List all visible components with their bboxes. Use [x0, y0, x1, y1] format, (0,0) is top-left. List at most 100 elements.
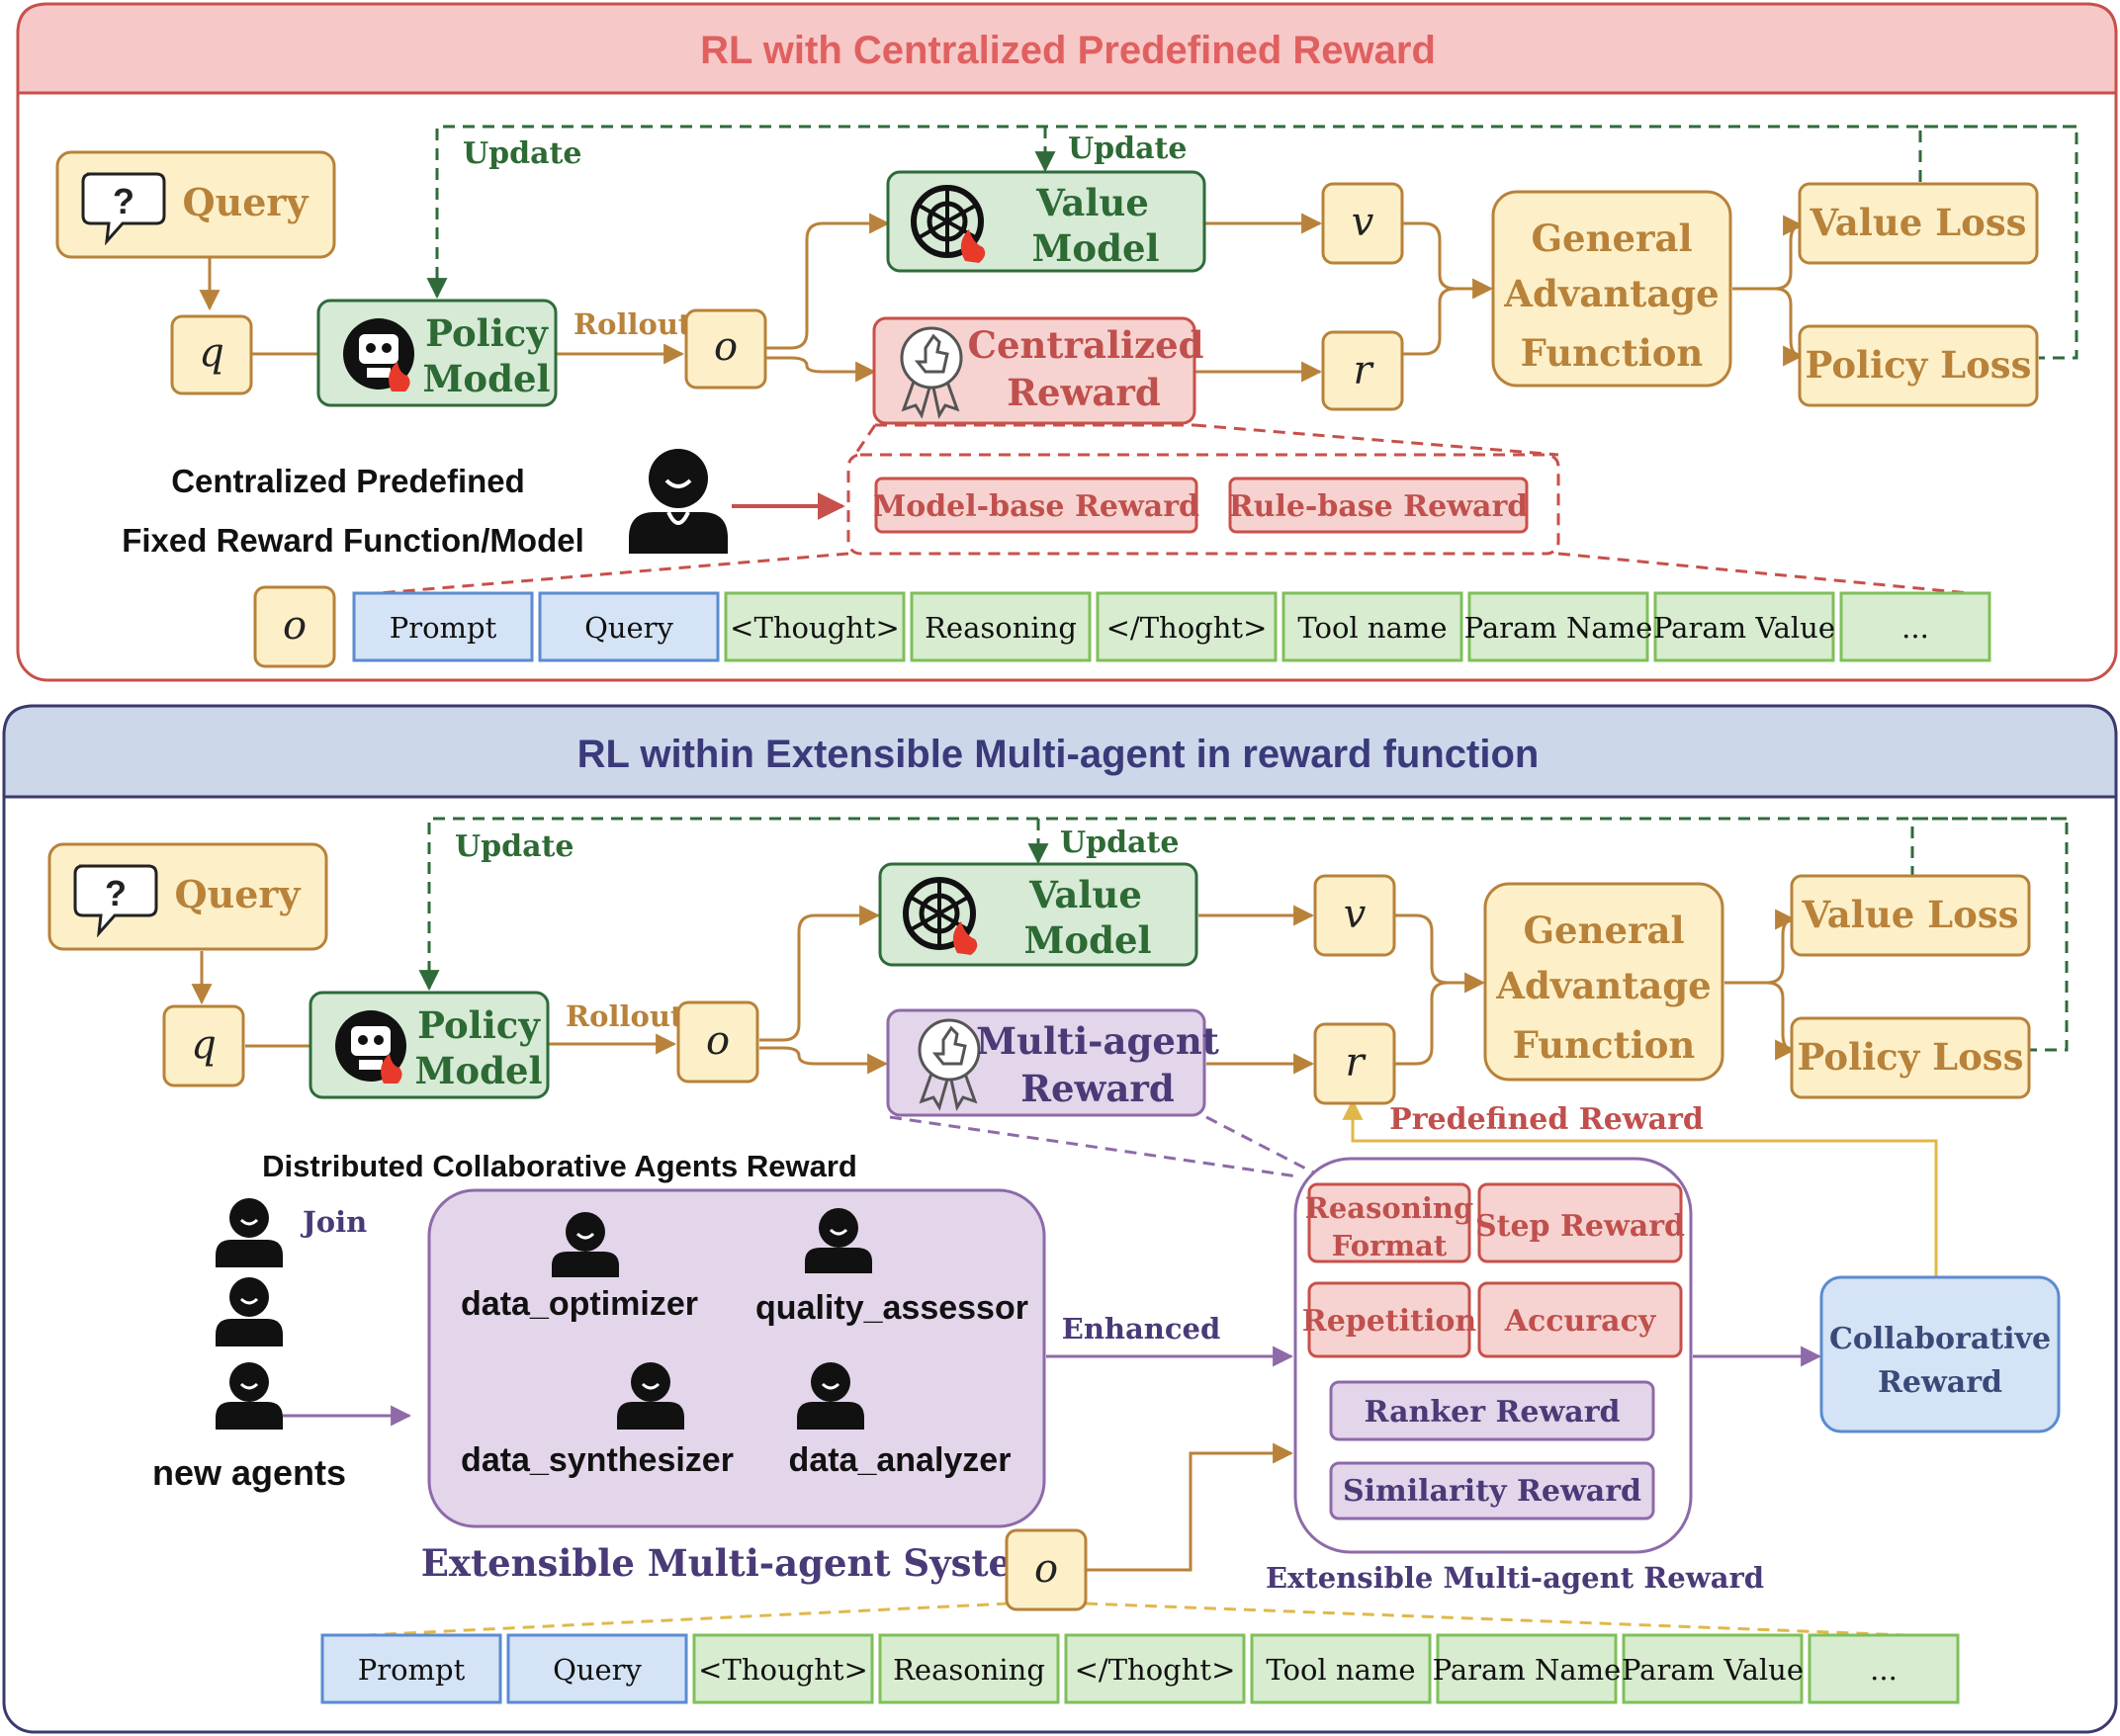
top-policy-line1: Policy [425, 311, 549, 355]
top-person-icon [629, 449, 728, 554]
bottom-token-label: ... [1870, 1653, 1898, 1687]
bottom-token-1: Query [506, 1633, 688, 1704]
top-policy-line2: Model [422, 357, 550, 400]
top-update-left: Update [463, 136, 582, 171]
robot-icon [335, 1010, 406, 1084]
bottom-policy-model: Policy Model [309, 991, 550, 1099]
reward-similarity: Similarity Reward [1329, 1461, 1655, 1520]
top-gaf-line3: Function [1521, 331, 1704, 375]
top-token-label: ... [1901, 611, 1929, 645]
top-model-base-reward: Model-base Reward [873, 477, 1199, 534]
top-policy-loss-label: Policy Loss [1806, 343, 2032, 387]
bottom-update-left: Update [455, 829, 574, 864]
top-query-box: ? Query [55, 150, 336, 259]
top-token-label: Reasoning [925, 611, 1077, 645]
bottom-token-label: Query [553, 1653, 642, 1687]
top-value-loss-label: Value Loss [1809, 201, 2026, 244]
bottom-q-label: q [191, 1022, 217, 1068]
bottom-connectors [191, 817, 2069, 1639]
top-token-label: Query [584, 611, 673, 645]
top-central-label-2: Fixed Reward Function/Model [122, 522, 584, 559]
top-q-box: q [170, 314, 253, 395]
agent-label-analyzer: data_analyzer [789, 1441, 1012, 1479]
bottom-reward-line2: Reward [1020, 1067, 1174, 1110]
bottom-gaf-box: General Advantage Function [1483, 882, 1724, 1082]
agent-label-synthesizer: data_synthesizer [461, 1441, 734, 1479]
top-rollout-label: Rollout [574, 307, 692, 341]
bottom-token-label: Param Value [1622, 1653, 1804, 1687]
top-gaf-box: General Advantage Function [1491, 190, 1732, 388]
agent-person-icon [552, 1212, 619, 1277]
bottom-token-label: </Thoght> [1075, 1653, 1236, 1687]
top-gaf-line1: General [1531, 217, 1692, 260]
bottom-policy-line2: Model [414, 1049, 542, 1092]
bottom-title: RL within Extensible Multi-agent in rewa… [577, 733, 1540, 776]
top-policy-model: Policy Model [316, 299, 558, 407]
bottom-v-label: v [1344, 892, 1367, 937]
svg-text:?: ? [105, 873, 127, 913]
top-value-loss: Value Loss [1798, 182, 2039, 265]
agent-person-icon [617, 1362, 684, 1430]
top-reward-line1: Centralized [968, 323, 1204, 367]
ranker-label: Ranker Reward [1364, 1395, 1620, 1430]
question-bubble-icon: ? [73, 864, 158, 938]
bottom-query-label: Query [174, 872, 301, 916]
bottom-token-5: Tool name [1250, 1633, 1432, 1704]
collaborative-line2: Reward [1878, 1365, 2002, 1400]
bottom-q-box: q [162, 1004, 245, 1087]
top-rule-base-label: Rule-base Reward [1229, 489, 1529, 524]
bottom-token-label: Reasoning [893, 1653, 1045, 1687]
join-label: Join [300, 1205, 367, 1239]
agent-label-optimizer: data_optimizer [461, 1285, 698, 1323]
bottom-value-loss: Value Loss [1790, 874, 2031, 957]
bottom-r-box: r [1313, 1022, 1396, 1105]
bottom-v-box: v [1313, 874, 1396, 957]
bottom-token-8: ... [1808, 1633, 1960, 1704]
repetition-label: Repetition [1302, 1304, 1477, 1339]
bottom-policy-line1: Policy [417, 1003, 541, 1047]
top-o-box: o [684, 308, 767, 390]
bottom-token-2: <Thought> [692, 1633, 874, 1704]
collaborative-reward: Collaborative Reward [1819, 1275, 2061, 1433]
agent-data-optimizer: data_optimizer [461, 1212, 698, 1323]
predefined-reward-label: Predefined Reward [1389, 1102, 1704, 1137]
top-o-label: o [714, 324, 738, 370]
top-token-5: Tool name [1281, 591, 1463, 662]
new-agent-person-2 [216, 1277, 283, 1346]
system-label: Extensible Multi-agent System [421, 1541, 1051, 1585]
bottom-o-label: o [706, 1018, 730, 1064]
top-token-4: </Thoght> [1096, 591, 1278, 662]
top-token-label: Param Value [1653, 611, 1835, 645]
bottom-gaf-line1: General [1523, 909, 1684, 952]
bottom-value-loss-label: Value Loss [1801, 893, 2018, 936]
top-policy-loss: Policy Loss [1798, 324, 2039, 407]
bottom-token-0: Prompt [320, 1633, 502, 1704]
bottom-token-row: Prompt Query <Thought> Reasoning </Thoght> To… [320, 1633, 1960, 1704]
top-value-model: Value Model [886, 170, 1206, 273]
new-agent-person-1 [216, 1198, 283, 1267]
reasoning-format-line2: Format [1332, 1229, 1448, 1262]
agent-data-synthesizer: data_synthesizer [461, 1362, 734, 1479]
bottom-query-box: ? Query [47, 842, 328, 951]
robot-icon [343, 318, 414, 391]
top-token-label: Param Name [1464, 611, 1653, 645]
collaborative-line1: Collaborative [1829, 1322, 2051, 1356]
top-q-label: q [199, 330, 224, 376]
bottom-token-label: Prompt [358, 1653, 466, 1687]
top-token-7: Param Value [1653, 591, 1835, 662]
step-reward-label: Step Reward [1475, 1209, 1685, 1244]
top-o-token-label: o [283, 603, 307, 649]
award-badge-icon [900, 326, 963, 420]
top-gaf-line2: Advantage [1503, 272, 1719, 315]
bottom-token-4: </Thoght> [1064, 1633, 1246, 1704]
top-token-label: Prompt [390, 611, 497, 645]
agent-person-icon [805, 1208, 872, 1273]
bottom-value-line2: Model [1023, 918, 1151, 962]
agent-data-analyzer: data_analyzer [789, 1362, 1012, 1479]
reward-repetition: Repetition [1302, 1281, 1477, 1358]
top-token-label: </Thoght> [1106, 611, 1268, 645]
new-agent-person-3 [216, 1362, 283, 1430]
bottom-token-3: Reasoning [878, 1633, 1060, 1704]
svg-text:?: ? [113, 181, 134, 221]
